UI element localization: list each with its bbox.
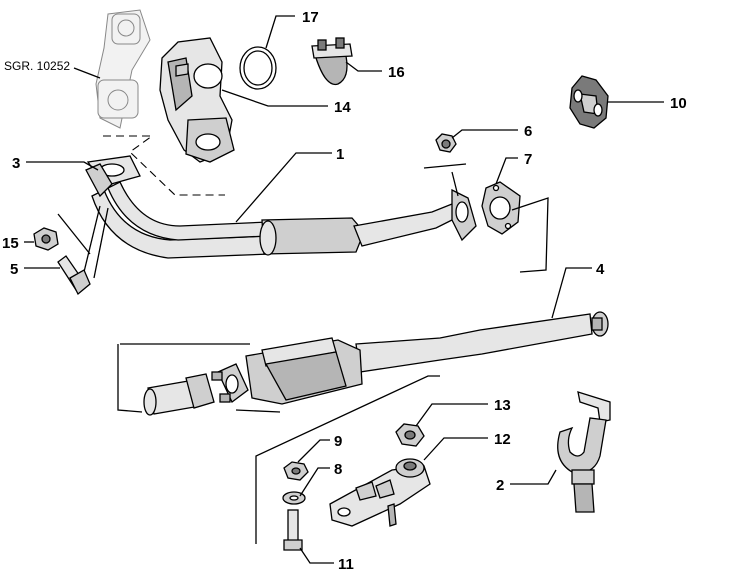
catalytic-manifold-part-14 — [159, 37, 235, 163]
leader-lines — [24, 15, 664, 564]
callout-16: 16 — [388, 64, 405, 81]
hanger-part-2 — [557, 391, 611, 513]
dashed-guide-manifold — [103, 135, 225, 196]
clamp-part-16 — [311, 37, 353, 86]
guide-rear-left — [117, 344, 143, 413]
manifold-gasket-part-3 — [85, 163, 113, 198]
callout-4: 4 — [596, 261, 605, 278]
nut-part-6 — [435, 133, 457, 153]
stud-bolt-part-5 — [57, 255, 91, 296]
callout-3: 3 — [12, 155, 20, 172]
nut-part-9 — [283, 461, 309, 481]
callout-5: 5 — [10, 261, 18, 278]
bolt-part-11 — [283, 509, 303, 551]
callout-11: 11 — [338, 556, 354, 573]
callout-10: 10 — [670, 95, 687, 112]
washer-part-8 — [282, 491, 306, 505]
callout-13: 13 — [494, 397, 511, 414]
callout-15: 15 — [2, 235, 19, 252]
flange-gasket-part-7 — [481, 181, 521, 235]
callout-7: 7 — [524, 151, 532, 168]
callout-8: 8 — [334, 461, 342, 478]
nut-part-13 — [395, 423, 425, 447]
rubber-mount-part-10 — [569, 75, 609, 129]
callout-12: 12 — [494, 431, 511, 448]
bracket-part-12 — [329, 458, 431, 527]
callout-9: 9 — [334, 433, 342, 450]
callout-2: 2 — [496, 477, 504, 494]
front-pipe-part-1 — [86, 155, 477, 259]
guide-bracket — [255, 375, 440, 544]
reference-label: SGR. 10252 — [4, 59, 70, 73]
nut-part-15 — [33, 227, 59, 251]
callout-14: 14 — [334, 99, 351, 116]
callout-1: 1 — [336, 146, 344, 163]
callout-17: 17 — [302, 9, 319, 26]
rear-pipe-part-4 — [143, 311, 609, 416]
gasket-ring-part-17 — [239, 46, 277, 90]
callout-6: 6 — [524, 123, 532, 140]
ghost-exhaust-manifold — [95, 9, 151, 129]
